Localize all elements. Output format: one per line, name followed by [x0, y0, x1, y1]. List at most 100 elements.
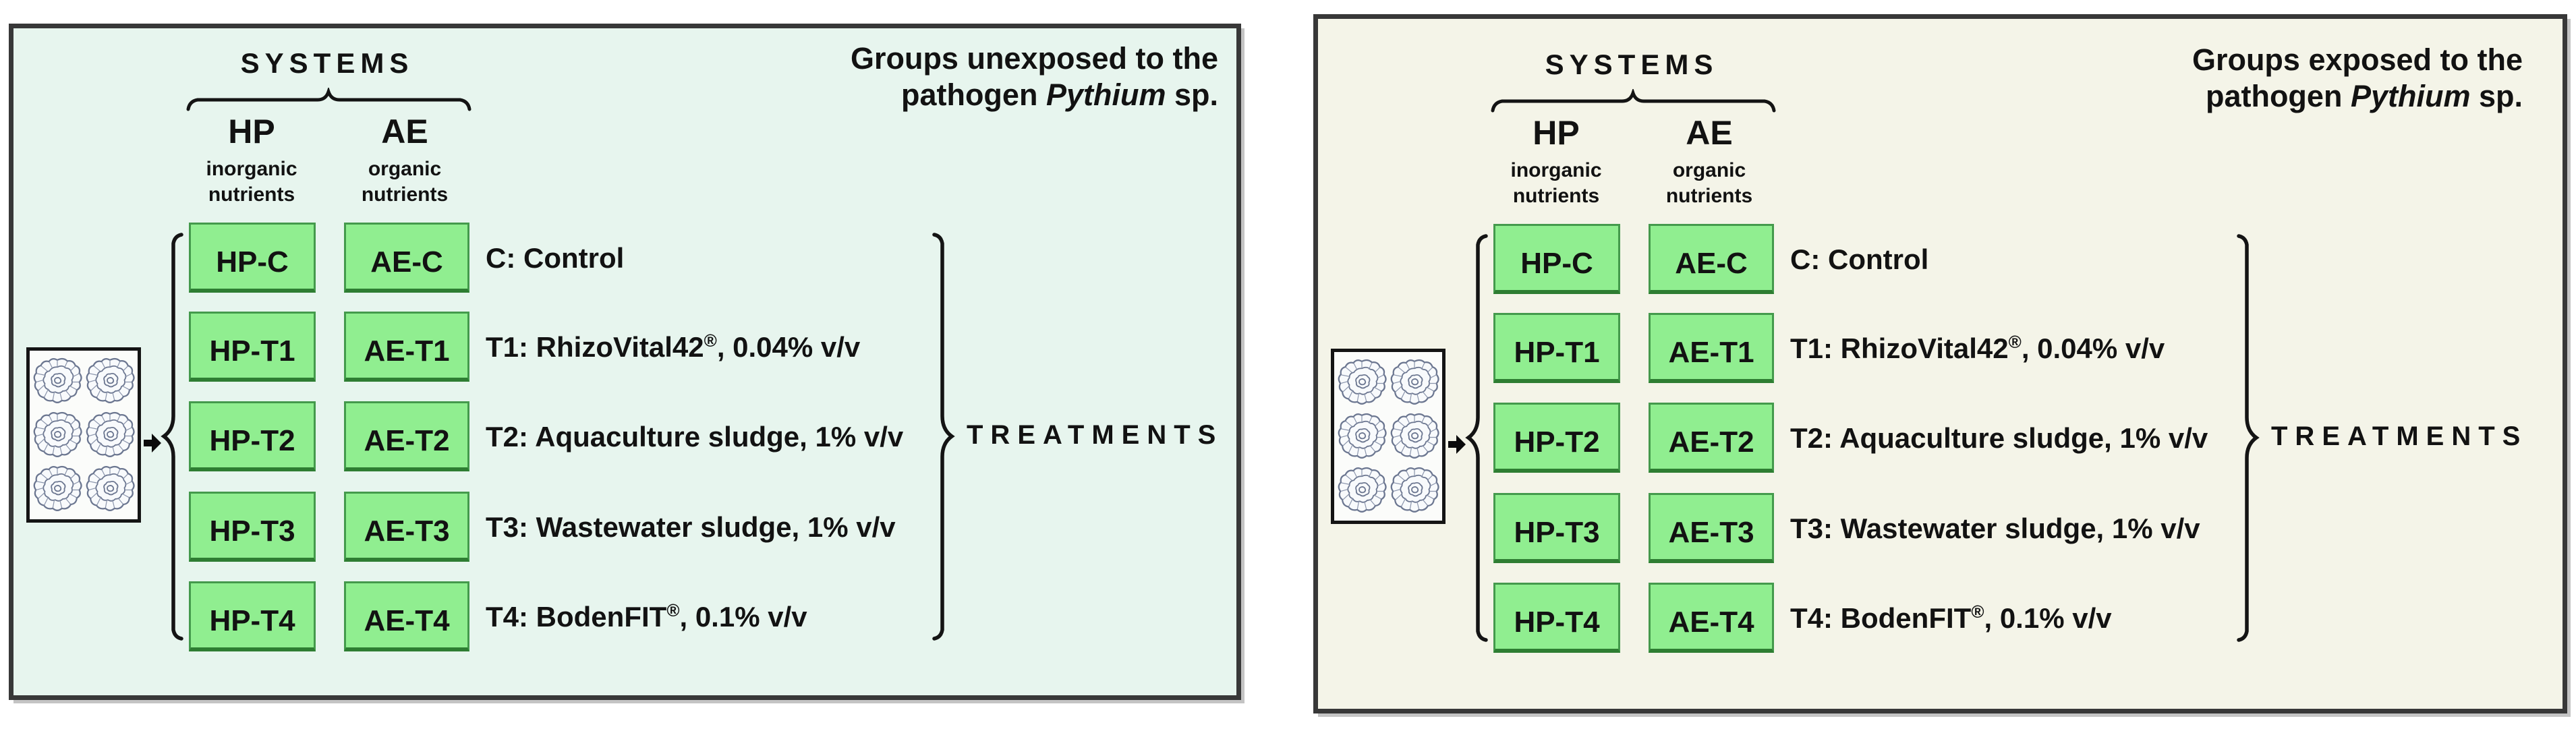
group-box-ae-t2: AE-T2: [344, 401, 469, 471]
group-box-hp-t3: HP-T3: [1493, 493, 1620, 563]
group-box-hp-t1: HP-T1: [1493, 313, 1620, 383]
group-box-ae-t4: AE-T4: [344, 581, 469, 651]
group-box-ae-t1: AE-T1: [1649, 313, 1774, 383]
panel-title-line2-suffix: sp.: [1166, 78, 1218, 112]
system-hp-desc-line2: nutrients: [1512, 185, 1600, 207]
treatment-row-t3: HP-T3 AE-T3 T3: Wastewater sludge, 1% v/…: [189, 492, 896, 562]
treatment-label-text: C: Control: [486, 241, 625, 274]
lettuce-icon: [32, 463, 82, 515]
treatment-label-text: T2: Aquaculture sludge, 1% v/v: [1790, 421, 2208, 454]
systems-heading: SYSTEMS: [240, 47, 414, 79]
panel-title-line1: Groups unexposed to the: [850, 41, 1218, 76]
treatment-row-t4: HP-T4 AE-T4 T4: BodenFIT®, 0.1% v/v: [189, 581, 807, 651]
treatment-label-text: T2: Aquaculture sludge, 1% v/v: [486, 420, 904, 453]
groups-brace-left: [161, 233, 183, 641]
system-hp-code: HP: [1533, 114, 1580, 152]
panel-title-line2-prefix: pathogen: [900, 78, 1046, 112]
system-ae-desc-line2: nutrients: [1665, 185, 1753, 207]
treatment-label-text: C: Control: [1790, 243, 1929, 275]
group-box-ae-t4: AE-T4: [1649, 583, 1774, 653]
groups-brace-left: [1465, 234, 1488, 642]
group-box-ae-c: AE-C: [1649, 224, 1774, 294]
treatments-heading: TREATMENTS: [967, 420, 1224, 450]
group-box-hp-t1: HP-T1: [189, 312, 316, 382]
treatment-label: T3: Wastewater sludge, 1% v/v: [486, 511, 896, 544]
lettuce-icon: [32, 355, 82, 407]
lettuce-icon: [1390, 356, 1439, 409]
treatments-brace-right: [2237, 234, 2260, 642]
lettuce-icon: [85, 409, 135, 461]
lettuce-icon: [85, 463, 135, 515]
group-box-hp-t3: HP-T3: [189, 492, 316, 562]
lettuce-icon: [1337, 464, 1387, 517]
plants-image: [26, 347, 141, 523]
group-box-ae-c: AE-C: [344, 223, 469, 293]
system-hp-desc-line2: nutrients: [208, 183, 295, 206]
treatment-label-text: T4: BodenFIT: [486, 600, 667, 633]
treatment-label: T1: RhizoVital42®, 0.04% v/v: [486, 330, 860, 363]
group-box-hp-t4: HP-T4: [189, 581, 316, 651]
treatment-row-t3: HP-T3 AE-T3 T3: Wastewater sludge, 1% v/…: [1493, 493, 2200, 563]
system-hp-desc-line1: inorganic: [1510, 159, 1602, 181]
registered-mark: ®: [704, 330, 717, 351]
treatment-label: T4: BodenFIT®, 0.1% v/v: [486, 600, 807, 633]
plants-image: [1331, 349, 1446, 524]
treatment-label-dose: , 0.1% v/v: [679, 600, 807, 633]
system-ae-desc-line1: organic: [1672, 159, 1746, 181]
treatment-label: T4: BodenFIT®, 0.1% v/v: [1790, 602, 2112, 635]
treatment-row-t1: HP-T1 AE-T1 T1: RhizoVital42®, 0.04% v/v: [1493, 313, 2165, 383]
registered-mark: ®: [1971, 601, 1984, 622]
system-ae-desc-line2: nutrients: [361, 183, 449, 206]
treatment-row-t4: HP-T4 AE-T4 T4: BodenFIT®, 0.1% v/v: [1493, 583, 2112, 653]
lettuce-icon: [32, 409, 82, 461]
group-box-ae-t1: AE-T1: [344, 312, 469, 382]
panel-title-line2-prefix: pathogen: [2205, 79, 2351, 113]
group-box-ae-t3: AE-T3: [344, 492, 469, 562]
registered-mark: ®: [2008, 331, 2022, 352]
group-box-hp-t2: HP-T2: [1493, 403, 1620, 473]
lettuce-icon: [1337, 410, 1387, 463]
registered-mark: ®: [666, 600, 680, 620]
treatment-label: T2: Aquaculture sludge, 1% v/v: [1790, 421, 2208, 455]
treatment-label: T1: RhizoVital42®, 0.04% v/v: [1790, 332, 2165, 365]
system-ae-code: AE: [381, 113, 428, 150]
treatments-heading: TREATMENTS: [2271, 421, 2528, 451]
treatments-brace-right: [932, 233, 955, 641]
system-hp-desc-line1: inorganic: [206, 158, 297, 180]
treatment-row-t2: HP-T2 AE-T2 T2: Aquaculture sludge, 1% v…: [1493, 403, 2208, 473]
treatment-row-t2: HP-T2 AE-T2 T2: Aquaculture sludge, 1% v…: [189, 401, 903, 471]
treatment-label: C: Control: [1790, 243, 1928, 276]
system-hp-description: inorganic nutrients: [184, 156, 319, 208]
system-hp-code: HP: [228, 113, 275, 150]
treatment-label-dose: , 0.1% v/v: [1984, 602, 2112, 634]
panel-title-line2-suffix: sp.: [2470, 79, 2523, 113]
treatment-row-control: HP-C AE-C C: Control: [189, 223, 624, 293]
treatment-label-dose: , 0.04% v/v: [2021, 332, 2165, 364]
system-hp-description: inorganic nutrients: [1489, 158, 1624, 209]
systems-brace: [186, 88, 471, 111]
lettuce-icon: [85, 355, 135, 407]
system-ae-code: AE: [1686, 114, 1733, 152]
systems-heading: SYSTEMS: [1545, 49, 1719, 80]
arrow-right-icon: [1448, 435, 1466, 454]
group-box-ae-t3: AE-T3: [1649, 493, 1774, 563]
panel-title-line1: Groups exposed to the: [2192, 42, 2523, 77]
lettuce-icon: [1337, 356, 1387, 409]
lettuce-icon: [1390, 464, 1439, 517]
systems-brace: [1491, 89, 1776, 113]
treatment-label-text: T3: Wastewater sludge, 1% v/v: [486, 511, 896, 543]
treatment-label-text: T3: Wastewater sludge, 1% v/v: [1790, 512, 2200, 544]
treatment-label-text: T1: RhizoVital42: [1790, 332, 2009, 364]
treatment-label: C: Control: [486, 241, 624, 274]
group-box-hp-c: HP-C: [1493, 224, 1620, 294]
treatment-row-t1: HP-T1 AE-T1 T1: RhizoVital42®, 0.04% v/v: [189, 312, 860, 382]
arrow-right-icon: [144, 434, 161, 453]
treatment-row-control: HP-C AE-C C: Control: [1493, 224, 1928, 294]
group-box-hp-c: HP-C: [189, 223, 316, 293]
group-box-ae-t2: AE-T2: [1649, 403, 1774, 473]
